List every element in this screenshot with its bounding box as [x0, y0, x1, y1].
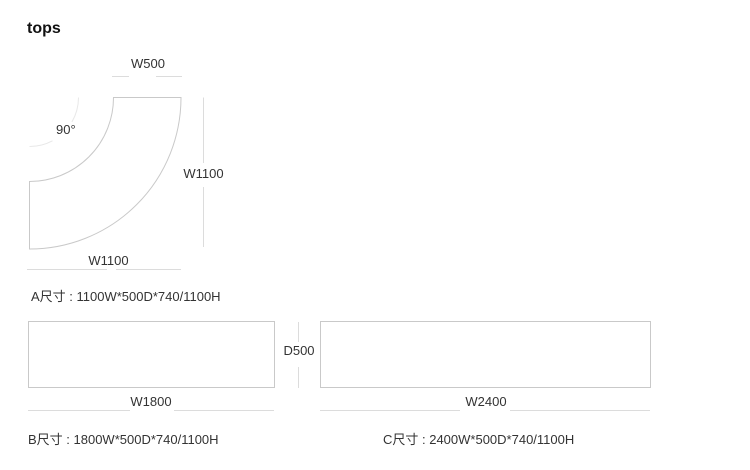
dim-label-w1800: W1800 — [130, 394, 172, 409]
diagram-c-drawing — [320, 321, 651, 411]
dim-label-w1100-bottom: W1100 — [88, 253, 129, 268]
tabletop-c-outline — [320, 321, 651, 388]
angle-90-arc — [29, 97, 79, 148]
dim-label-d500: D500 — [283, 343, 315, 358]
caption-c-size: C尺寸 : 2400W*500D*740/1100H — [383, 432, 575, 447]
tabletop-b-outline — [28, 321, 275, 388]
diagram-a-drawing — [27, 76, 204, 270]
dim-label-w500: W500 — [131, 56, 165, 71]
diagram-b-drawing — [28, 321, 299, 411]
tabletop-a-outline — [29, 97, 182, 250]
dim-label-w1100-right: W1100 — [183, 166, 224, 181]
dim-label-w2400: W2400 — [465, 394, 507, 409]
caption-a-size: A尺寸 : 1100W*500D*740/1100H — [31, 289, 221, 304]
page-title: tops — [27, 20, 61, 37]
dim-label-90deg: 90° — [56, 122, 76, 137]
caption-b-size: B尺寸 : 1800W*500D*740/1100H — [28, 432, 219, 447]
